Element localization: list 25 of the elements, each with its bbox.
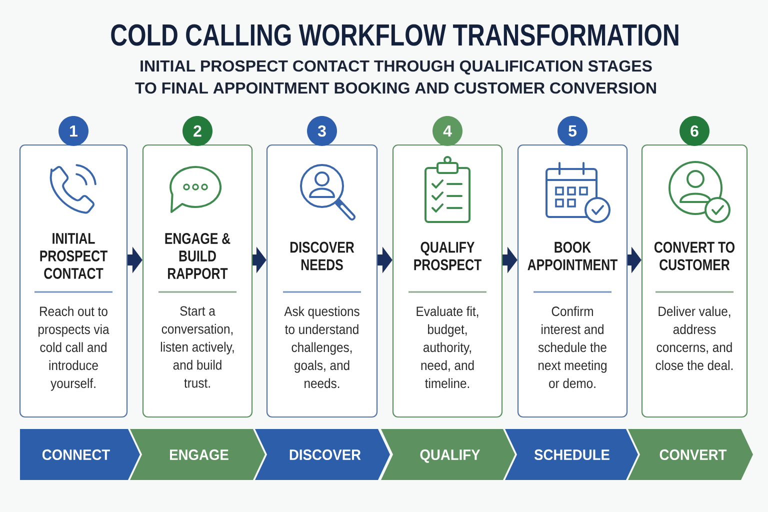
title: COLD CALLING WORKFLOW TRANSFORMATION <box>111 24 678 46</box>
card-text: Evaluate fit, budget, authority, need, and timeline. <box>416 306 478 388</box>
chevron-step: DISCOVER <box>255 429 390 480</box>
subtitle: INITIAL PROSPECT CONTACT THROUGH QUALIFICATION STAGES TO FINAL APPOINTMENT BOOKING AND CUSTOMER CONVERSION <box>135 60 656 94</box>
card-text: Ask questions to understand challenges, goals, and needs. <box>284 306 360 388</box>
chevron-step: QUALIFY <box>381 429 515 480</box>
card-heading: BOOK APPOINTMENT <box>528 242 618 270</box>
card-heading: ENGAGE & BUILD RAPPORT <box>165 233 230 279</box>
card-text: Start a conversation, listen actively, and build trust. <box>160 306 234 388</box>
card-heading: QUALIFY PROSPECT <box>414 242 482 270</box>
card-heading: INITIAL PROSPECT CONTACT <box>40 233 108 279</box>
card-heading: CONVERT TO CUSTOMER <box>654 242 735 270</box>
card-text: Confirm interest and schedule the next meeting or demo. <box>538 306 606 388</box>
step-number-badge: 5 <box>558 116 588 146</box>
step-number-badge: 6 <box>680 116 710 146</box>
card-text: Deliver value, address concerns, and close the deal. <box>656 306 733 370</box>
step-number-badge: 1 <box>58 116 88 146</box>
chevron-step: CONNECT <box>20 429 140 480</box>
step-number-badge: 3 <box>307 116 337 146</box>
chevron-step: ENGAGE <box>130 429 265 480</box>
step-number-badge: 4 <box>432 116 462 146</box>
step-number-badge: 2 <box>182 116 212 146</box>
card-heading: DISCOVER NEEDS <box>290 242 354 270</box>
card-text: Reach out to prospects via cold call and introduce yourself. <box>38 306 110 391</box>
chevron-step: SCHEDULE <box>505 429 638 480</box>
